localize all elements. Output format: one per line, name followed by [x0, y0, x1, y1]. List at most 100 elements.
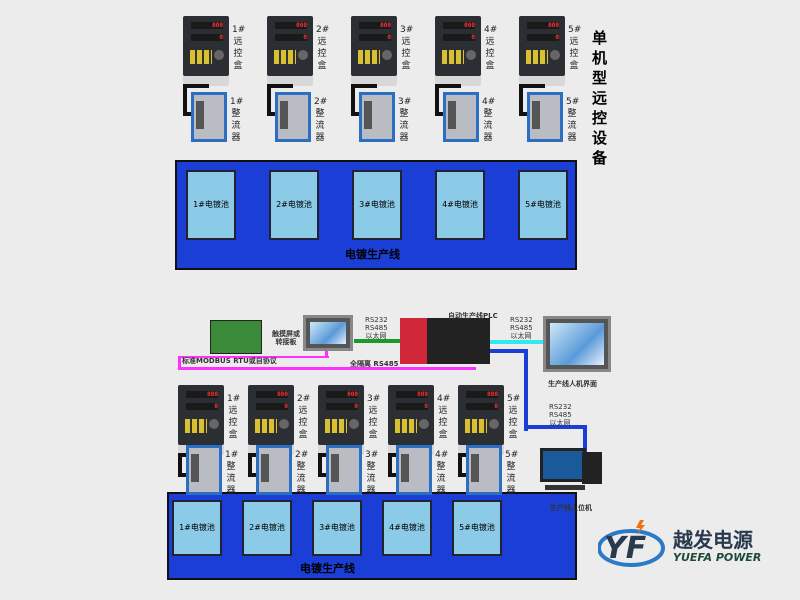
knob: [279, 419, 289, 429]
remote-control-box: 000 0: [267, 16, 313, 76]
keypad: [395, 419, 417, 433]
keypad: [190, 50, 212, 64]
top-title: 单机型远控设备: [592, 29, 608, 167]
bottom-line-label: 电镀生产线: [300, 562, 355, 575]
keypad: [185, 419, 207, 433]
rectifier: [527, 92, 563, 142]
hmi-screen: [543, 316, 611, 372]
display-top: 000: [359, 22, 391, 29]
svg-text:YF: YF: [604, 531, 647, 566]
display-bottom: 0: [466, 403, 498, 410]
plating-tank: 3#电镀池: [312, 500, 362, 556]
bus-drop: [178, 356, 181, 368]
remote-label: 5#远控盒: [507, 394, 521, 440]
rectifier-label: 3#整流器: [398, 97, 412, 143]
tank-label: 1#电镀池: [179, 523, 215, 532]
display-bottom: 0: [186, 403, 218, 410]
remote-label: 3#远控盒: [367, 394, 381, 440]
rectifier-label: 3#整流器: [365, 450, 379, 496]
rectifier: [466, 445, 502, 495]
display-bottom: 0: [443, 34, 475, 41]
blue-link: [524, 425, 587, 459]
link3-label: RS232 RS485 以太网: [549, 403, 572, 427]
cable: [458, 453, 472, 477]
keypad: [526, 50, 548, 64]
plc-label: 自动生产线PLC: [448, 312, 498, 320]
display-bottom: 0: [256, 403, 288, 410]
remote-control-box: 000 0: [519, 16, 565, 76]
remote-label: 5#远控盒: [568, 25, 582, 71]
touchscreen-label: 触摸屏或转接板: [272, 330, 300, 346]
remote-control-box: 000 0: [183, 16, 229, 76]
interface-board: [210, 320, 262, 354]
rectifier: [256, 445, 292, 495]
remote-control-box: 000 0: [458, 385, 504, 445]
logo-cn: 越发电源: [673, 528, 753, 552]
logo-mark-icon: YF: [598, 520, 665, 567]
rectifier: [326, 445, 362, 495]
tank-label: 4#电镀池: [389, 523, 425, 532]
remote-control-box: 000 0: [318, 385, 364, 445]
logo: YF 越发电源 YUEFA POWER: [598, 518, 768, 573]
knob: [209, 419, 219, 429]
cable: [178, 453, 192, 477]
plating-tank: 3#电镀池: [352, 170, 402, 240]
knob: [349, 419, 359, 429]
rectifier: [443, 92, 479, 142]
remote-control-box: 000 0: [388, 385, 434, 445]
remote-control-box: 000 0: [248, 385, 294, 445]
remote-control-box: 000 0: [351, 16, 397, 76]
remote-control-box: 000 0: [178, 385, 224, 445]
rectifier: [396, 445, 432, 495]
rectifier-label: 1#整流器: [225, 450, 239, 496]
display-top: 000: [256, 391, 288, 398]
display-bottom: 0: [191, 34, 223, 41]
plating-tank: 2#电镀池: [242, 500, 292, 556]
display-top: 000: [443, 22, 475, 29]
knob: [550, 50, 560, 60]
rectifier-label: 5#整流器: [566, 97, 580, 143]
cyan-link: [490, 340, 545, 344]
knob: [298, 50, 308, 60]
remote-label: 1#远控盒: [232, 25, 246, 71]
pc-tower: [582, 452, 602, 484]
hmi-label: 生产线人机界面: [548, 380, 597, 388]
bus-label: 全隔离 RS485: [350, 360, 399, 368]
display-bottom: 0: [359, 34, 391, 41]
keypad: [274, 50, 296, 64]
keypad: [325, 419, 347, 433]
cable: [318, 453, 332, 477]
display-bottom: 0: [275, 34, 307, 41]
remote-label: 2#远控盒: [316, 25, 330, 71]
bus-drop: [325, 350, 328, 358]
rectifier-label: 4#整流器: [435, 450, 449, 496]
remote-label: 2#远控盒: [297, 394, 311, 440]
tank-label: 4#电镀池: [442, 200, 478, 209]
pc-monitor: [540, 448, 586, 482]
rs485-bus: [178, 367, 476, 370]
rectifier-label: 2#整流器: [295, 450, 309, 496]
rectifier: [275, 92, 311, 142]
knob: [214, 50, 224, 60]
rectifier: [359, 92, 395, 142]
remote-label: 4#远控盒: [437, 394, 451, 440]
keypad: [255, 419, 277, 433]
link1-label: RS232 RS485 以太网: [365, 316, 388, 340]
rectifier-label: 1#整流器: [230, 97, 244, 143]
tank-label: 5#电镀池: [525, 200, 561, 209]
pc-keyboard: [545, 485, 585, 490]
tank-label: 5#电镀池: [459, 523, 495, 532]
display-bottom: 0: [326, 403, 358, 410]
plating-tank: 5#电镀池: [518, 170, 568, 240]
display-top: 000: [527, 22, 559, 29]
protocol-label: 标准MODBUS RTU或自协议: [182, 357, 277, 365]
pc-label: 生产线上位机: [550, 504, 592, 512]
remote-control-box: 000 0: [435, 16, 481, 76]
keypad: [358, 50, 380, 64]
display-top: 000: [466, 391, 498, 398]
plating-tank: 5#电镀池: [452, 500, 502, 556]
rectifier-label: 2#整流器: [314, 97, 328, 143]
logo-en: YUEFA POWER: [673, 551, 762, 564]
display-bottom: 0: [396, 403, 428, 410]
blue-link: [490, 349, 528, 431]
